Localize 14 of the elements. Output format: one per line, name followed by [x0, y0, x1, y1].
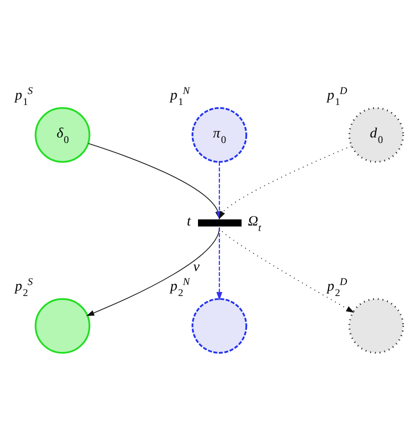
edge-label: v — [193, 258, 200, 275]
node-label: Ω$_{t}$ — [248, 214, 262, 234]
node-circle: d$_{0}$ — [348, 107, 404, 163]
node-circle: π$_{0}$ — [192, 107, 248, 163]
node-box-text — [198, 219, 242, 226]
node-circle — [192, 298, 248, 354]
node-circle — [34, 298, 90, 354]
node-circle — [348, 298, 404, 354]
node-circle: δ$_{0}$ — [34, 107, 90, 163]
arrow — [86, 227, 220, 316]
arrow — [218, 146, 352, 220]
arrow — [218, 227, 354, 313]
node-label: t — [186, 214, 191, 230]
arrow — [216, 228, 222, 301]
